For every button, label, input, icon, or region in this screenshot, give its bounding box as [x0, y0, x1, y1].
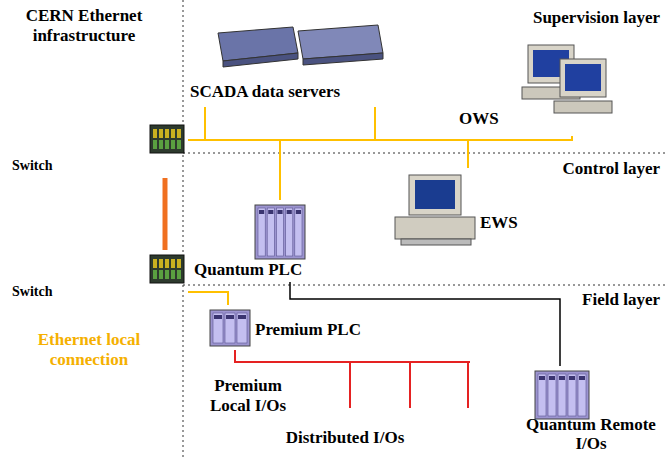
- node-label: Quantum Remote I/Os: [524, 416, 658, 453]
- operator-workstation-icon: [519, 42, 621, 116]
- plc-rack: Quantum PLC: [192, 200, 334, 282]
- network-link: [163, 178, 168, 250]
- layer-divider: [183, 0, 184, 459]
- engineering-workstation: EWS: [392, 168, 527, 248]
- node-label: EWS: [480, 214, 518, 233]
- server-group: SCADA data servers: [188, 20, 388, 107]
- server-group-icon: [212, 22, 386, 70]
- network-switch-icon: [149, 124, 185, 154]
- node-label: Premium PLC: [255, 321, 361, 340]
- engineering-workstation-icon: [394, 172, 478, 248]
- layer-label: Control layer: [500, 159, 660, 179]
- layer-label: Field layer: [500, 290, 660, 310]
- network-link: [188, 107, 375, 140]
- infrastructure-label: CERN Ethernet infrastructure: [4, 6, 164, 45]
- network-link: [188, 140, 468, 168]
- network-switch-icon: [149, 254, 185, 284]
- remote-io-rack-icon: [534, 370, 590, 420]
- node-label: Switch: [12, 158, 52, 173]
- io-label: Distributed I/Os: [250, 428, 440, 448]
- network-link: [188, 140, 280, 200]
- operator-workstation: OWS: [455, 40, 627, 136]
- plc-rack-icon: [254, 204, 306, 260]
- layer-divider: [183, 285, 665, 286]
- plc-rack: Premium PLC: [207, 305, 377, 350]
- layer-label: Supervision layer: [500, 8, 660, 28]
- network-switch: Switch: [10, 122, 188, 178]
- network-link: [188, 292, 228, 305]
- server-drop: [204, 107, 206, 140]
- plc-rack-icon: [209, 309, 251, 347]
- connection-label: Ethernet local connection: [4, 330, 174, 369]
- node-label: Quantum PLC: [194, 261, 302, 280]
- network-switch: Switch: [10, 250, 188, 304]
- remote-io-rack: Quantum Remote I/Os: [522, 366, 662, 454]
- node-label: SCADA data servers: [190, 83, 340, 102]
- node-label: Switch: [12, 284, 52, 299]
- io-label: Premium Local I/Os: [192, 376, 304, 415]
- node-label: OWS: [459, 110, 499, 129]
- layer-divider: [183, 153, 665, 154]
